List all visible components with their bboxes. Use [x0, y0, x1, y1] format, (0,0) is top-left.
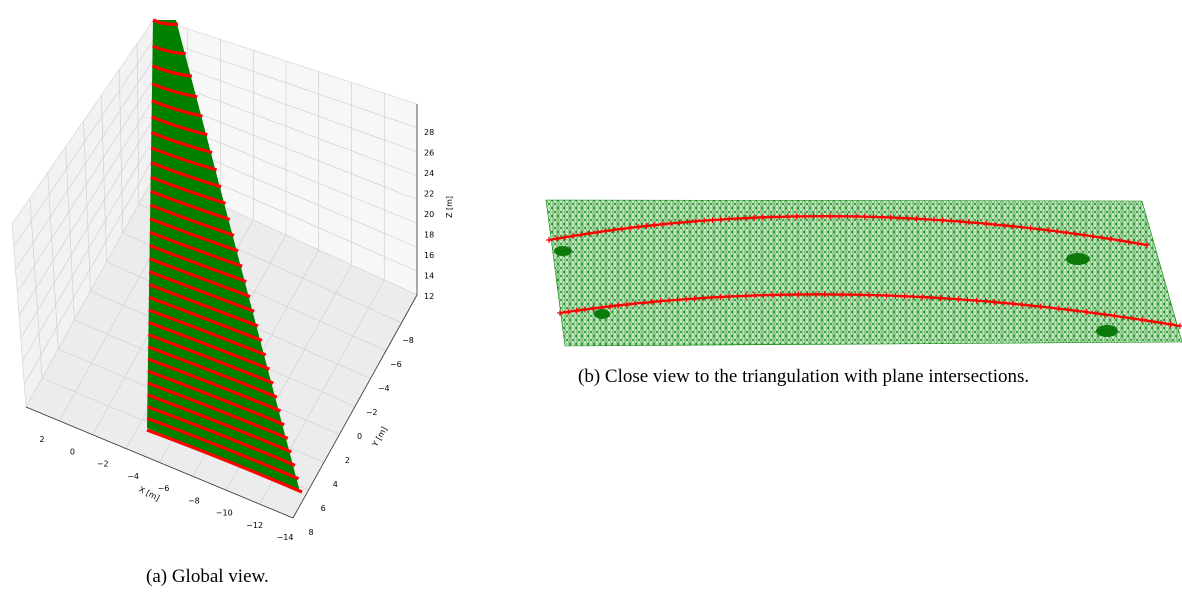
intersection-line — [147, 333, 274, 385]
intersection-line — [149, 244, 247, 284]
intersection-line — [148, 320, 271, 371]
x-tick-label: −6 — [158, 484, 170, 493]
intersection-line — [150, 175, 226, 205]
intersection-line — [148, 295, 263, 343]
z-tick-label: 16 — [424, 251, 434, 260]
caption-b: (b) Close view to the triangulation with… — [578, 366, 1029, 387]
y-tick-label: −6 — [390, 360, 402, 369]
intersection-line — [150, 146, 218, 172]
panel-global-view: 20−2−4−6−8−10−12−14−8−6−4−20246812141618… — [11, 17, 454, 587]
panel-close-view: (b) Close view to the triangulation with… — [545, 199, 1182, 387]
intersection-line — [147, 357, 282, 413]
intersection-line — [147, 369, 285, 427]
triangulation-mesh — [545, 199, 1182, 347]
axis-ticks: 20−2−4−6−8−10−12−14−8−6−4−20246812141618… — [39, 128, 434, 542]
intersection-line — [152, 18, 179, 26]
intersection-line — [147, 381, 289, 440]
z-tick-label: 26 — [424, 149, 434, 158]
y-tick-label: 4 — [333, 480, 338, 489]
y-tick-label: −8 — [402, 336, 414, 345]
y-tick-label: 0 — [357, 432, 362, 441]
intersection-line — [148, 257, 251, 299]
z-tick-label: 22 — [424, 190, 434, 199]
x-tick-label: −10 — [216, 509, 233, 518]
mesh-tint — [546, 200, 1182, 346]
intersection-line — [150, 161, 222, 189]
intersection-line — [146, 428, 303, 494]
x-tick-label: 2 — [39, 435, 44, 444]
z-tick-label: 12 — [424, 292, 434, 301]
x-tick-label: −8 — [188, 496, 200, 505]
z-axis-label: Z [m] — [445, 196, 454, 218]
axis-lines — [25, 104, 418, 519]
intersection-line — [146, 416, 300, 481]
intersection-line — [150, 131, 213, 155]
intersection-line — [148, 308, 267, 357]
y-axis-label: Y [m] — [370, 425, 389, 449]
y-tick-label: 6 — [321, 504, 326, 513]
intersection-line — [148, 270, 255, 313]
intersection-line — [148, 283, 259, 328]
intersection-line — [146, 393, 292, 454]
x-tick-label: −4 — [127, 472, 139, 481]
intersection-line — [149, 189, 231, 221]
intersection-line — [150, 115, 208, 137]
intersection-markers — [557, 291, 1182, 329]
z-tick-label: 28 — [424, 128, 434, 137]
x-tick-label: −14 — [277, 533, 294, 542]
y-tick-label: −4 — [378, 384, 390, 393]
x-tick-label: −12 — [246, 521, 263, 530]
y-tick-label: 2 — [345, 456, 350, 465]
x-tick-label: 0 — [70, 447, 75, 456]
z-tick-label: 14 — [424, 272, 434, 281]
x-tick-label: −2 — [97, 460, 109, 469]
intersection-line — [146, 405, 296, 467]
caption-a: (a) Global view. — [146, 566, 269, 587]
z-tick-label: 20 — [424, 210, 434, 219]
plane-intersection-lines — [546, 213, 1182, 329]
intersection-line — [147, 345, 278, 399]
intersection-line — [149, 203, 235, 237]
plane-intersection-lines — [146, 18, 303, 494]
intersection-line — [149, 217, 239, 253]
intersection-line — [151, 44, 186, 56]
z-tick-label: 24 — [424, 169, 434, 178]
intersection-line — [151, 99, 203, 118]
z-tick-label: 18 — [424, 231, 434, 240]
y-tick-label: 8 — [308, 528, 313, 537]
intersection-line — [151, 82, 198, 99]
y-tick-label: −2 — [366, 408, 378, 417]
intersection-line — [151, 64, 193, 78]
intersection-markers — [546, 213, 1150, 248]
intersection-line — [149, 230, 243, 268]
mesh-dense-patches — [554, 246, 1118, 337]
